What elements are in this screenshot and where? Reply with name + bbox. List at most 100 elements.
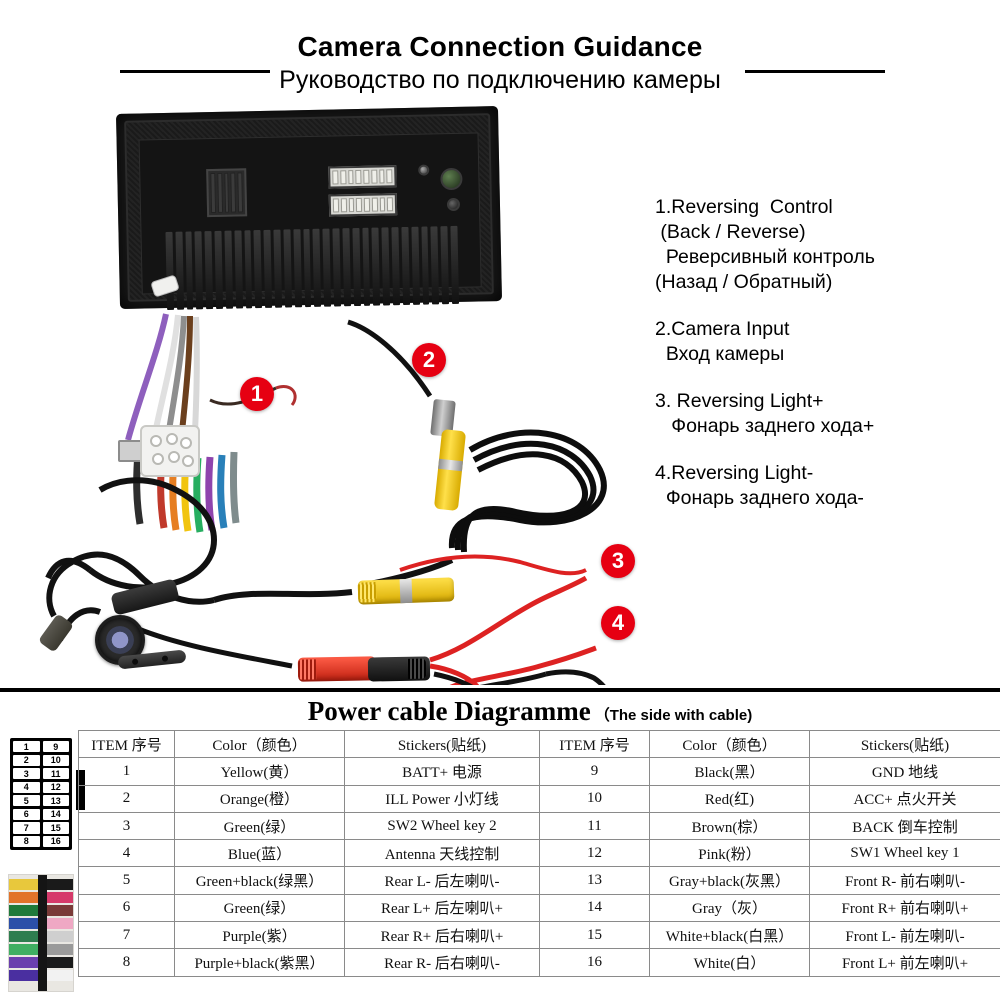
wire-terminal-cluster (140, 425, 200, 477)
legend-item-2: 2.Camera Input Вход камеры (655, 317, 1000, 367)
cell-sticker2: BACK 倒车控制 (809, 811, 1000, 841)
camera-video-cable (213, 589, 353, 603)
legend-item-1-line4: (Назад / Обратный) (655, 271, 833, 293)
legend-item-3-line2: Фонарь заднего хода+ (655, 415, 875, 437)
page-title-ru: Руководство по подключению камеры (279, 66, 721, 94)
power-connector-grip (407, 658, 427, 679)
cell-sticker2: SW1 Wheel key 1 (809, 839, 1000, 868)
cell-color2: Black(黑） (649, 757, 810, 786)
table-header-row: ITEM 序号 Color（颜色） Stickers(贴纸) ITEM 序号 C… (78, 729, 1000, 759)
table-row: 5 Green+black(绿黑） Rear L- 后左喇叭- 13 Gray+… (78, 866, 1000, 895)
cell-sticker2: Front L- 前左喇叭- (809, 921, 1000, 950)
cell-item: 8 (78, 948, 175, 977)
power-cable-table: ITEM 序号 Color（颜色） Stickers(贴纸) ITEM 序号 C… (78, 729, 1000, 977)
rca-metal-band (438, 458, 463, 472)
pin-9: 9 (42, 741, 69, 753)
page-title-en: Camera Connection Guidance (297, 31, 703, 62)
pin-2: 2 (13, 754, 40, 766)
cell-sticker2: Front L+ 前左喇叭+ (809, 948, 1000, 977)
legend-item-4-line1: 4.Reversing Light- (655, 462, 814, 484)
wiring-photo-area: 1 2 3 4 (0, 100, 660, 685)
cell-sticker2: Front R+ 前右喇叭+ (809, 893, 1000, 923)
table-row: 2 Orange(橙） ILL Power 小灯线 10 Red(红) ACC+… (78, 784, 1000, 813)
callout-badge-4: 4 (601, 606, 635, 640)
table-row: 1 Yellow(黄） BATT+ 电源 9 Black(黑） GND 地线 (78, 757, 1000, 786)
legend-item-4: 4.Reversing Light- Фонарь заднего хода- (655, 461, 1000, 511)
cell-item2: 12 (539, 839, 650, 868)
pin-7: 7 (13, 822, 40, 834)
pinout-left-column: 1 2 3 4 5 6 7 8 (13, 741, 40, 848)
cell-color: Purple+black(紫黑） (174, 948, 345, 977)
title-rule-right (745, 70, 885, 73)
pin-6: 6 (13, 808, 40, 820)
power-connector-female (297, 656, 377, 682)
page-title-block: Camera Connection Guidance Руководство п… (0, 30, 1000, 96)
cell-sticker2: Front R- 前右喇叭- (809, 866, 1000, 895)
power-cable-table-section: Power cable Diagramme （The side with cab… (0, 688, 1000, 1000)
cell-sticker: ILL Power 小灯线 (344, 784, 540, 813)
reversing-light-wires (399, 554, 606, 685)
camera-power-lead (135, 625, 293, 669)
rca-metal-band (399, 578, 413, 604)
pin-16: 16 (42, 835, 69, 848)
table-row: 8 Purple+black(紫黑） Rear R- 后右喇叭- 16 Whit… (78, 948, 1000, 977)
cell-item: 2 (78, 784, 175, 813)
table-title-sub: （The side with cable) (594, 707, 753, 724)
legend-item-1-line1: 1.Reversing Control (655, 196, 833, 218)
legend-item-1: 1.Reversing Control (Back / Reverse) Рев… (655, 195, 1000, 295)
col-header-color-left: Color（颜色） (174, 729, 345, 759)
callout-badge-1: 1 (240, 377, 274, 411)
cell-item: 5 (78, 866, 175, 895)
cell-sticker2: GND 地线 (809, 757, 1000, 786)
cell-item2: 10 (539, 784, 650, 813)
cell-color2: Pink(粉） (649, 839, 810, 868)
callout-badge-3: 3 (601, 544, 635, 578)
cable-routing (45, 313, 607, 685)
reverse-trigger-tip (275, 385, 297, 406)
cell-color2: White+black(白黑） (649, 921, 810, 950)
cell-item2: 13 (539, 866, 650, 895)
pin-15: 15 (42, 822, 69, 834)
pin-5: 5 (13, 795, 40, 807)
col-header-stickers-left: Stickers(贴纸) (344, 729, 540, 759)
video-extension-cable (448, 429, 607, 553)
cell-color2: Gray（灰） (649, 893, 810, 923)
cell-sticker: Rear L+ 后左喇叭+ (344, 893, 540, 923)
power-connector-grip (297, 659, 317, 680)
pin-4: 4 (13, 781, 40, 793)
title-rule-left (120, 70, 270, 73)
cell-color: Purple(紫） (174, 921, 345, 950)
cell-item2: 16 (539, 948, 650, 977)
legend-item-1-line2: (Back / Reverse) (655, 221, 806, 243)
pin-10: 10 (42, 754, 69, 766)
col-header-color-right: Color（颜色） (649, 729, 810, 759)
connector-pinout-graphic: 1 2 3 4 5 6 7 8 9 10 11 12 13 14 15 16 (10, 738, 72, 850)
cell-sticker: Rear R+ 后右喇叭+ (344, 921, 540, 950)
cell-color2: Brown(棕） (649, 811, 810, 841)
table-row: 6 Green(绿） Rear L+ 后左喇叭+ 14 Gray（灰） Fron… (78, 893, 1000, 923)
col-header-item-right: ITEM 序号 (539, 729, 650, 759)
cell-color: Yellow(黄） (174, 757, 345, 786)
cell-color2: Red(红) (649, 784, 810, 813)
legend-item-3-line1: 3. Reversing Light+ (655, 390, 824, 412)
cell-color2: White(白） (649, 948, 810, 977)
cell-color: Orange(橙） (174, 784, 345, 813)
cell-color: Green(绿） (174, 811, 345, 841)
video-rca-coupler (357, 577, 455, 605)
pin-14: 14 (42, 808, 69, 820)
pin-12: 12 (42, 781, 69, 793)
cell-item2: 9 (539, 757, 650, 786)
table-row: 3 Green(绿） SW2 Wheel key 2 11 Brown(棕） B… (78, 811, 1000, 841)
camera-cable-loops (45, 477, 217, 618)
cell-item: 1 (78, 757, 175, 786)
pin-13: 13 (42, 795, 69, 807)
table-title-main: Power cable Diagramme (307, 695, 591, 726)
pin-1: 1 (13, 741, 40, 753)
pin-11: 11 (42, 768, 69, 780)
cell-item: 3 (78, 811, 175, 841)
cell-color2: Gray+black(灰黑） (649, 866, 810, 895)
power-cable-table-title: Power cable Diagramme （The side with cab… (0, 692, 1000, 730)
cell-color: Green(绿） (174, 893, 345, 923)
cell-item2: 11 (539, 811, 650, 841)
